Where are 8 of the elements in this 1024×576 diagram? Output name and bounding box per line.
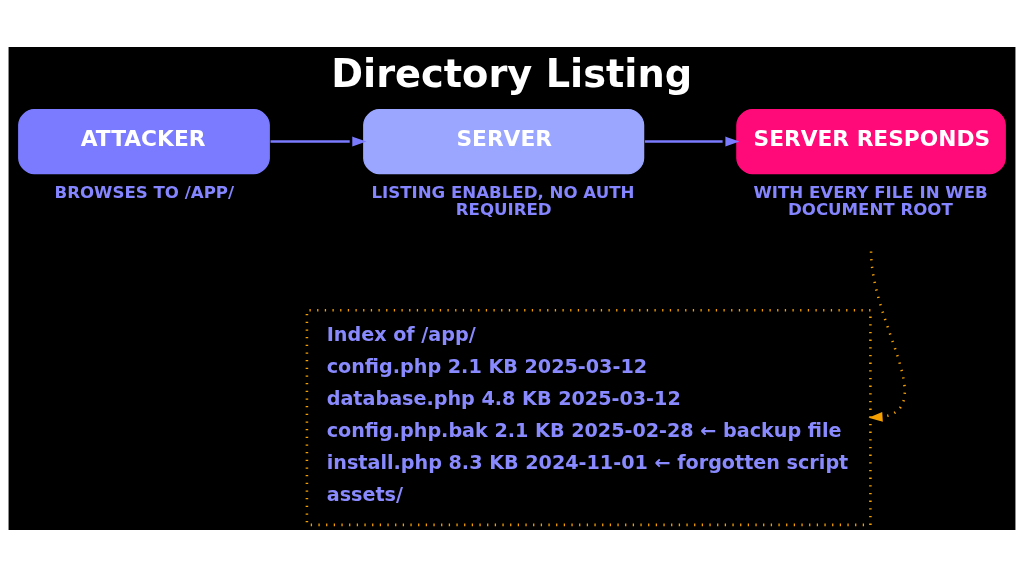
arrow xyxy=(270,136,367,146)
node-label: LISTING ENABLED, NO AUTH REQUIRED xyxy=(371,182,635,219)
node-label: BROWSES TO /APP/ xyxy=(54,182,235,202)
node-label: WITH EVERY FILE IN WEB DOCUMENT ROOT xyxy=(753,182,988,219)
node-box: Index of /app/ config.php 2.1 KB 2025-03-12 database.php 4.8 KB 2025-03-12 config.php.bak 2.1 KB 2025-02-28 ← backup file install.php 8.3 KB 2024-11-01 ← forgotten script assets/ xyxy=(305,308,872,526)
arrow xyxy=(868,250,906,422)
diagram-title: Directory Listing xyxy=(331,50,693,96)
arrow xyxy=(644,136,740,146)
